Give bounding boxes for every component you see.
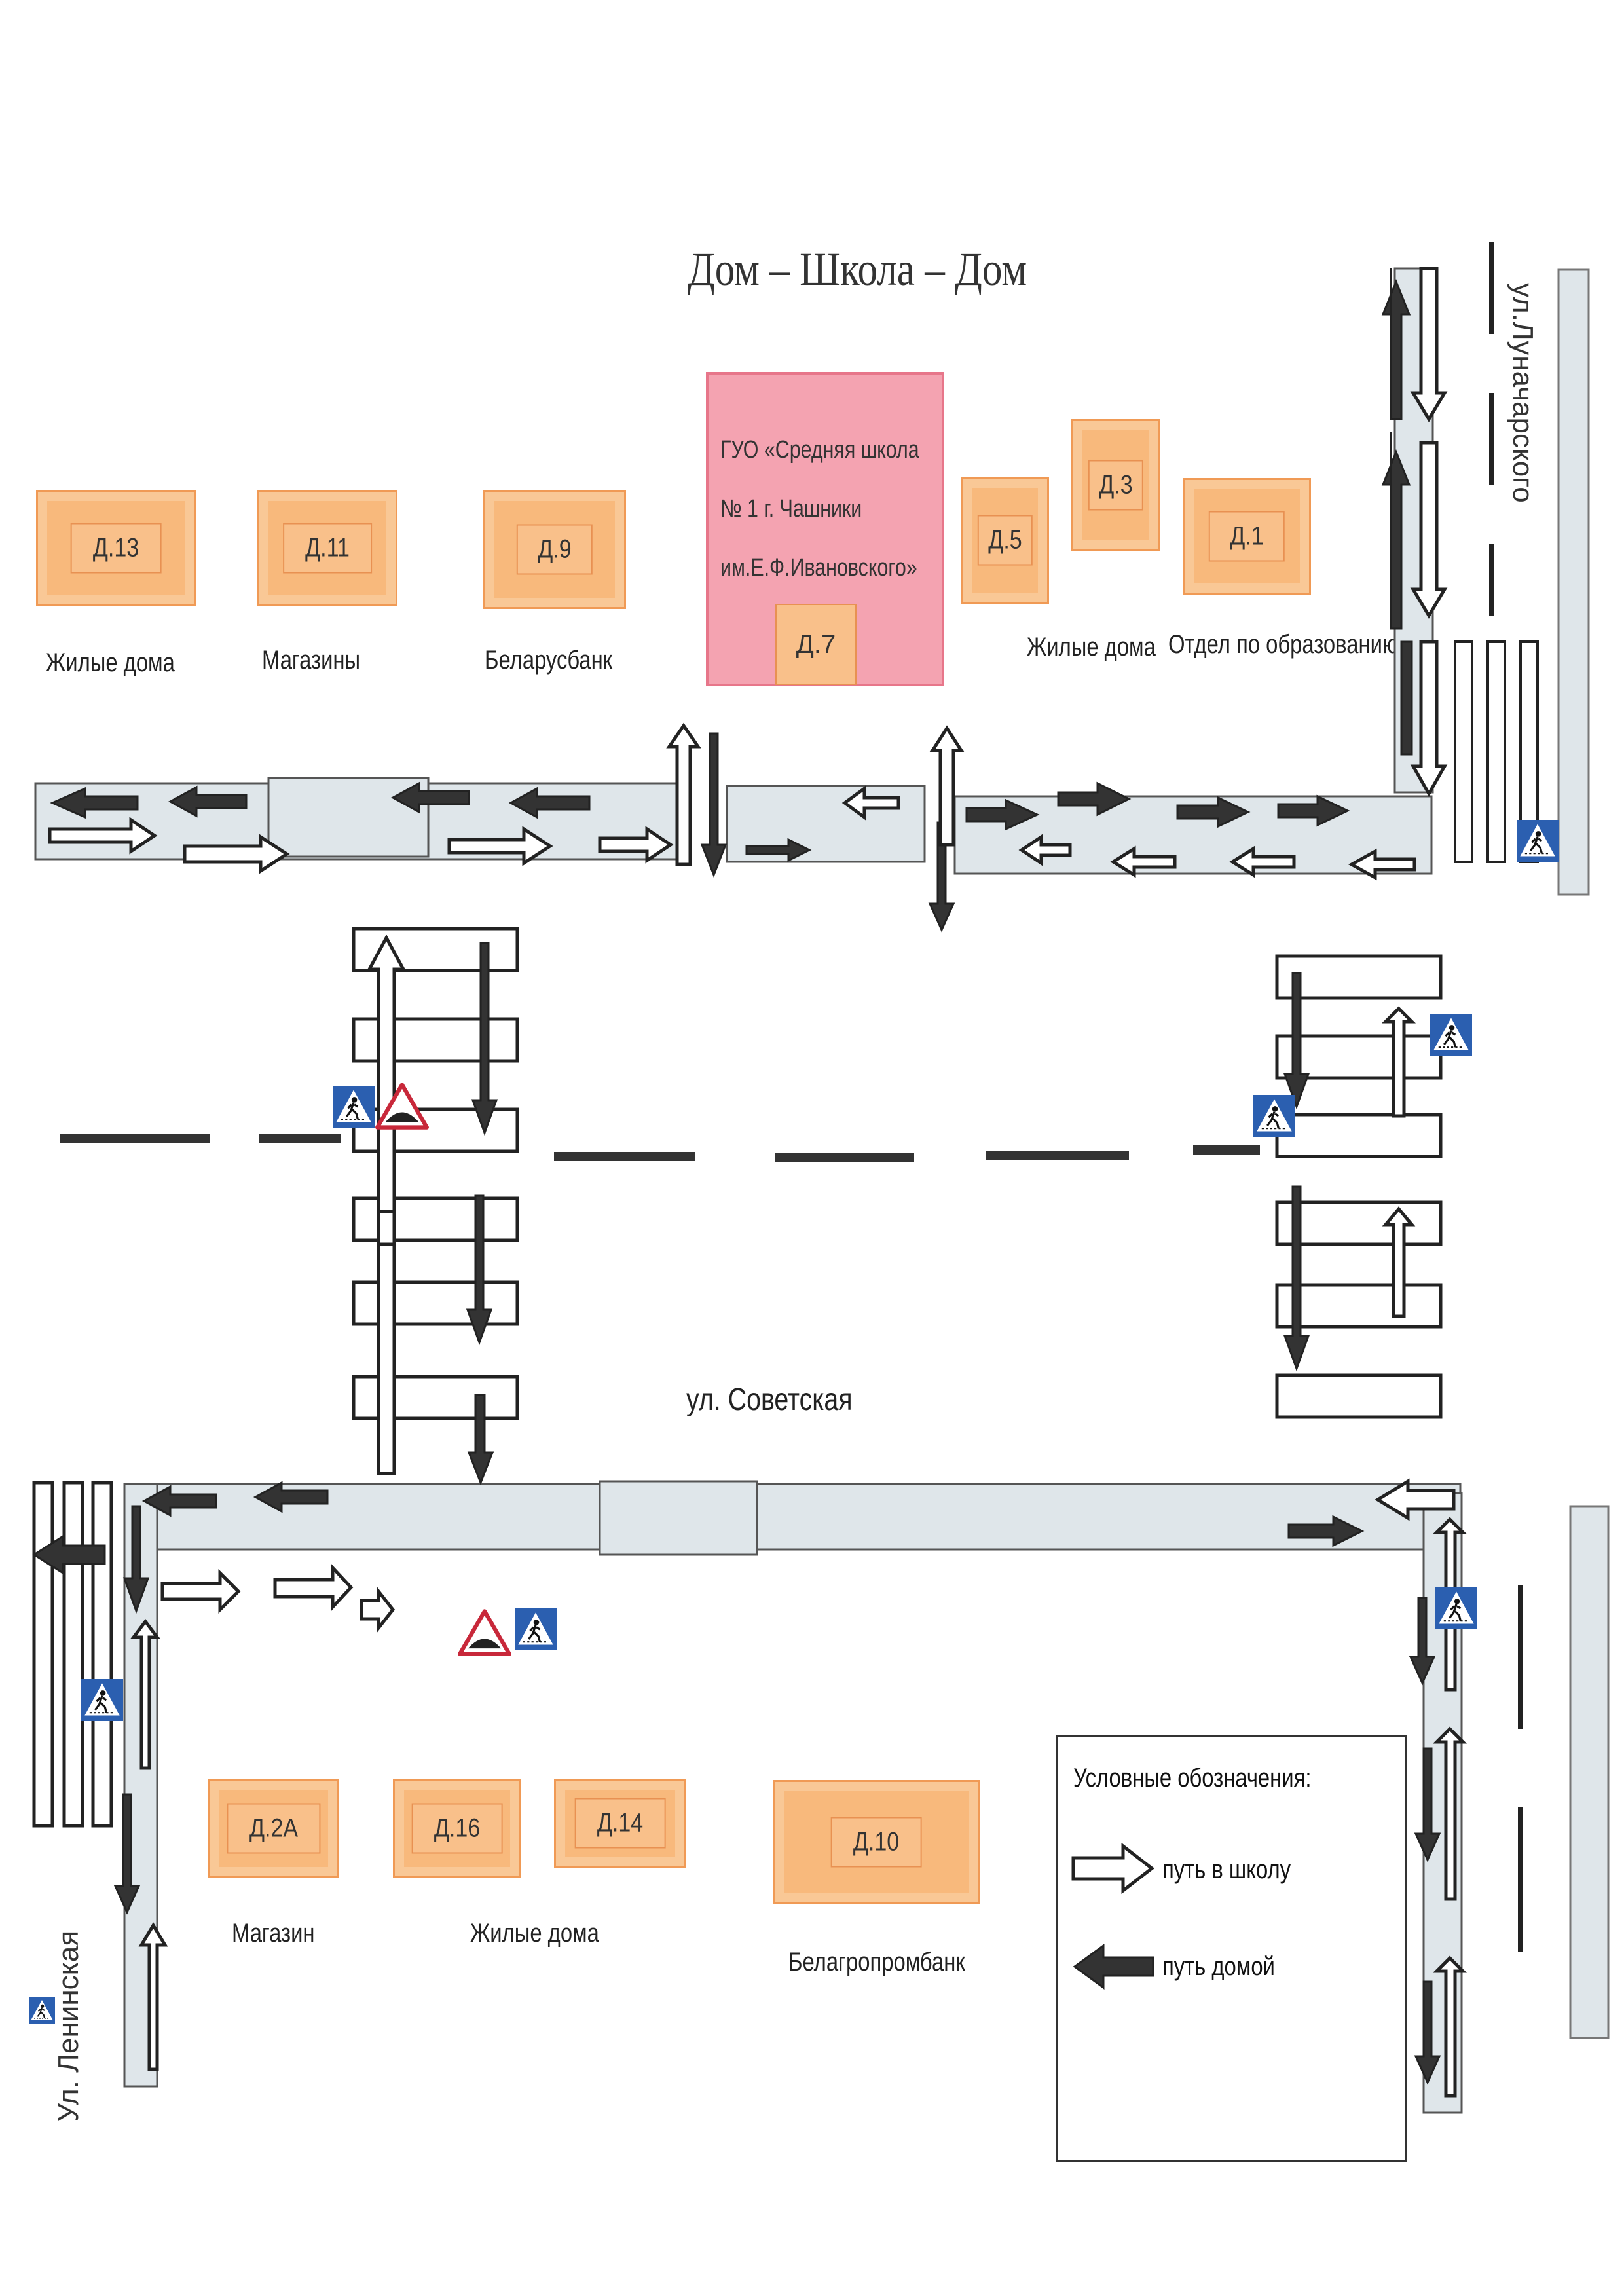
house-d3: Д.3 (1071, 419, 1160, 551)
house-d2a: Д.2А (208, 1779, 339, 1878)
house-d10-label: Д.10 (853, 1827, 900, 1857)
house-d14: Д.14 (554, 1779, 686, 1868)
street-leninskaya: Ул. Ленинская (52, 1930, 84, 2122)
house-d16-label: Д.16 (434, 1813, 481, 1843)
arrow-home-icon (1073, 1944, 1154, 1990)
school-name-line1: ГУО «Средняя школа (720, 436, 919, 464)
legend-to-school-label: путь в школу (1162, 1855, 1291, 1884)
sidewalk-label-far-right-bottom: Тротуар (1578, 1826, 1600, 1899)
house-d13: Д.13 (36, 490, 196, 606)
legend-title: Условные обозначения: (1073, 1764, 1312, 1792)
house-d5-label: Д.5 (988, 525, 1022, 555)
house-d11: Д.11 (257, 490, 397, 606)
sidewalk-label-far-right-top: Тротуар (1564, 627, 1585, 701)
sidewalk-label-right-bottom: Тротyар (1438, 1872, 1460, 1945)
school-name-line2: № 1 г. Чашники (720, 495, 862, 523)
house-d5: Д.5 (961, 477, 1049, 604)
street-lunacharskogo: ул.Луначарского (1507, 283, 1539, 503)
label-shop: Магазин (232, 1919, 315, 1948)
house-d13-label: Д.13 (92, 533, 139, 563)
crosswalk-left (352, 927, 519, 1420)
crosswalk-right (1275, 954, 1443, 1419)
label-belagroprombank: Белагропромбанк (788, 1948, 965, 1976)
map-title: Дом – Школа – Дом (688, 243, 1027, 295)
sidewalk-label-top-2: Тротуар (765, 813, 845, 842)
legend-home-label: путь домой (1162, 1952, 1275, 1981)
arrow-to-school-icon (1071, 1842, 1155, 1895)
house-d1-label: Д.1 (1230, 521, 1264, 551)
label-residential-bottom: Жилые дома (470, 1919, 599, 1948)
center-dashed-line (60, 1134, 1260, 1162)
label-residential-top-right: Жилые дома (1027, 633, 1156, 661)
house-d9: Д.9 (483, 490, 626, 609)
house-d2a-label: Д.2А (249, 1813, 299, 1843)
school-building: ГУО «Средняя школа № 1 г. Чашники им.Е.Ф… (706, 372, 944, 686)
sidewalk-label-left-vertical: Тротуар (130, 1813, 151, 1886)
house-d9-label: Д.9 (538, 534, 572, 564)
house-d11-label: Д.11 (305, 533, 350, 563)
left-street-crosswalk (32, 1481, 113, 1828)
house-d1: Д.1 (1183, 478, 1311, 595)
label-education-dept: Отдел по образованию (1168, 630, 1399, 659)
house-d10: Д.10 (773, 1780, 980, 1904)
house-d14-label: Д.14 (597, 1808, 644, 1838)
sidewalk-label-top-1: Тротуар (286, 804, 365, 833)
house-d3-label: Д.3 (1099, 470, 1133, 500)
school-house-number: Д.7 (775, 604, 857, 685)
label-belarusbank: Беларусбанк (485, 646, 613, 675)
sidewalk-label-right-vertical: Тротyар (1405, 549, 1427, 622)
street-sovetskaya: ул. Советская (686, 1382, 853, 1417)
legend-box: Условные обозначения: путь в школу путь … (1056, 1735, 1407, 2162)
school-name-line3: им.Е.Ф.Ивановского» (720, 554, 917, 582)
label-shops: Магазины (262, 646, 361, 675)
house-d16: Д.16 (393, 1779, 521, 1878)
label-residential-top-left: Жилые дома (46, 648, 175, 677)
sidewalk-label-bottom: Тротуар (616, 1506, 695, 1535)
